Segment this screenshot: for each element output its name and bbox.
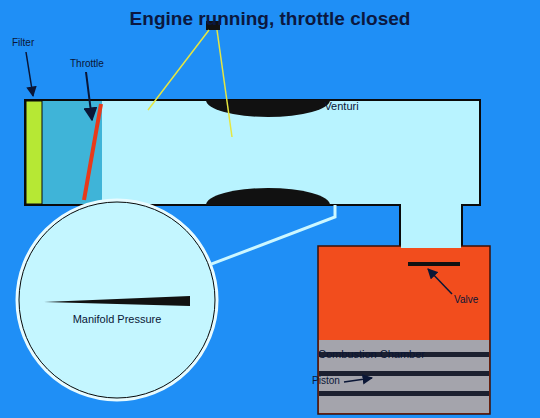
node-label: Manifold Pressure [73, 313, 162, 325]
part-label: Valve [454, 294, 478, 305]
pipe-joint [401, 244, 461, 248]
leader-arrow [344, 378, 372, 382]
part-label: Filter [12, 37, 34, 48]
leader-arrow [86, 72, 92, 120]
leader-arrow [428, 269, 452, 294]
gauge-dial [17, 200, 217, 400]
valve [408, 262, 460, 266]
gauge-rim [19, 202, 215, 398]
gauge-needle [44, 296, 190, 306]
title: Engine running, throttle closed [0, 8, 540, 30]
throttle-zone [42, 101, 102, 204]
air-filter [26, 101, 42, 204]
combustion-chamber [318, 246, 490, 414]
pressure-gauge: Manifold Pressure [17, 200, 217, 400]
intake-tube-box: Venturi [25, 100, 480, 205]
part-label: Throttle [70, 58, 104, 69]
piston-ring [319, 391, 489, 396]
piston-ring [319, 371, 489, 376]
node-label: Venturi [324, 100, 358, 112]
chamber-box: Combustion Chamber [318, 246, 490, 414]
piston [319, 340, 489, 413]
sensor-lead [148, 30, 209, 110]
leader-arrow [26, 52, 33, 96]
node-label: Combustion Chamber [318, 348, 425, 360]
part-label: Piston [312, 375, 340, 386]
venturi-bottom [206, 188, 330, 205]
venturi-top [206, 100, 330, 117]
sensor-lead [217, 30, 232, 137]
pressure-line [210, 205, 335, 264]
